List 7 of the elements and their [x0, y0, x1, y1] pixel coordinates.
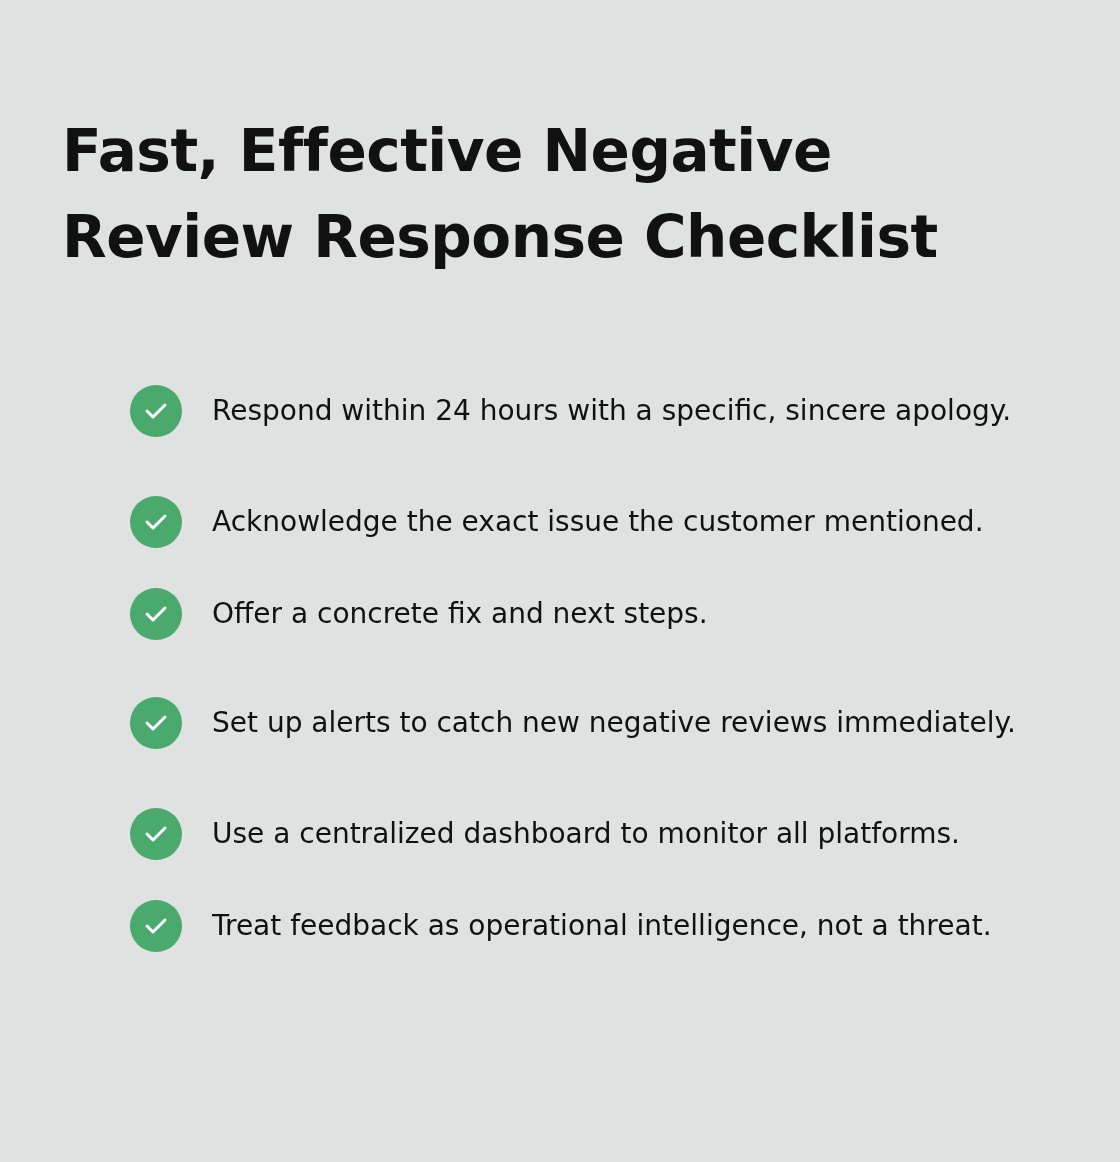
checklist-item: Treat feedback as operational intelligence, not a threat. [212, 908, 993, 944]
title: Fast, Effective Negative Review Response Checklist [62, 116, 939, 273]
checklist-item: Acknowledge the exact issue the customer mentioned. [212, 504, 985, 540]
checklist-item: Set up alerts to catch new negative reviews immediately. [212, 705, 1017, 741]
checklist-item: Use a centralized dashboard to monitor all platforms. [212, 816, 961, 852]
checklist-item: Offer a concrete fix and next steps. [212, 596, 709, 632]
checklist-item: Respond within 24 hours with a specific, sincere apology. [212, 393, 1013, 429]
